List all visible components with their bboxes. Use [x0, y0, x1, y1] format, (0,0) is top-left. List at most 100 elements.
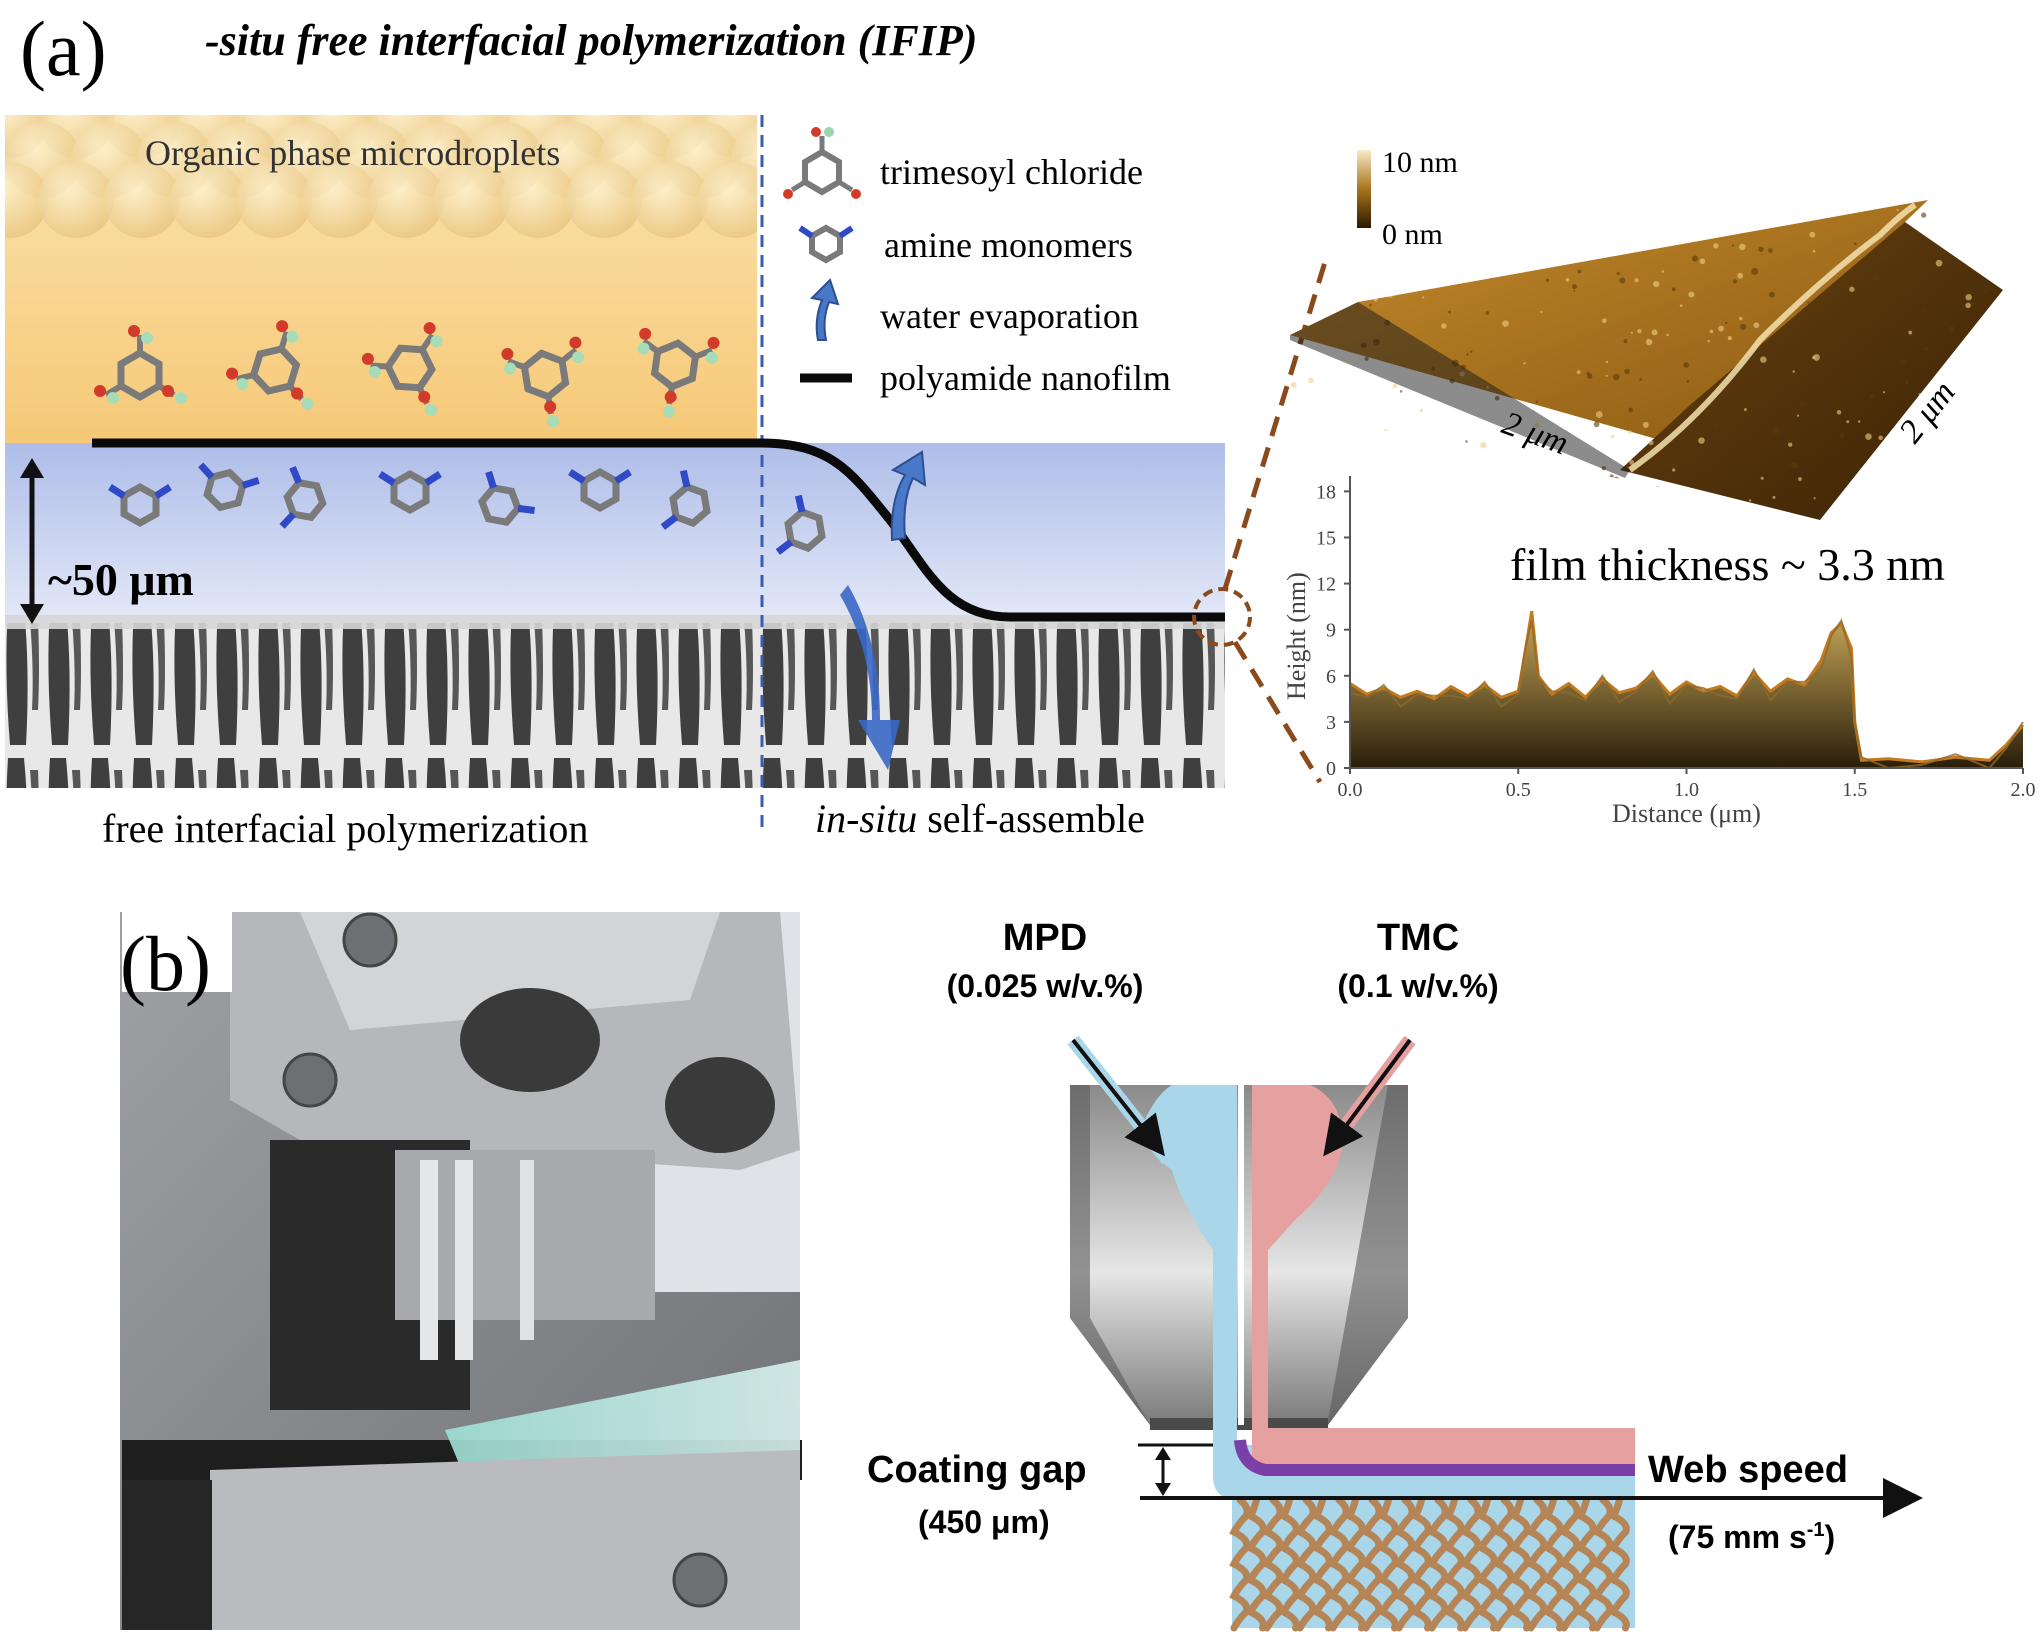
substrate-fiber: [1278, 1496, 1300, 1632]
x-tick-label: 0.5: [1506, 779, 1531, 801]
substrate-fiber: [1262, 1496, 1284, 1632]
droplet: [236, 162, 312, 238]
mpd-conc: (0.025 w/v.%): [947, 968, 1144, 1004]
web-speed-sup: -1: [1807, 1519, 1825, 1541]
tmc-molecule: [637, 327, 720, 418]
droplet: [38, 162, 114, 238]
legend-evap-icon: [809, 278, 840, 341]
profile-line-secondary: [1349, 618, 2024, 770]
thickness-label: ~50 μm: [48, 554, 194, 605]
afm-colorbar: [1357, 150, 1371, 228]
substrate-fiber: [1460, 1496, 1482, 1632]
die-gap: [1238, 1085, 1244, 1425]
legend-film: polyamide nanofilm: [880, 358, 1171, 398]
coater-photo: [120, 912, 802, 1630]
y-tick-label: 6: [1326, 666, 1336, 688]
y-tick-label: 12: [1316, 574, 1336, 596]
y-tick-label: 9: [1326, 620, 1336, 642]
profile-ylabel: Height (nm): [1282, 572, 1311, 700]
right-caption: in-situ self-assemble: [815, 796, 1145, 841]
organic-droplets: [5, 115, 757, 238]
substrate-fiber: [1328, 1496, 1350, 1632]
amine-molecule: [775, 494, 826, 555]
substrate-fiber: [1344, 1496, 1366, 1632]
substrate-fiber: [1526, 1496, 1548, 1632]
slot-die-schematic: MPD (0.025 w/v.%) TMC (0.1 w/v.%) Coatin…: [867, 917, 1923, 1632]
substrate-fibers: [1229, 1496, 1630, 1632]
panel-a-title: -situ free interfacial polymerization (I…: [205, 16, 977, 65]
legend-tmc: trimesoyl chloride: [880, 152, 1143, 192]
afm-dim-x: 2 μm: [1497, 405, 1573, 463]
y-tick-label: 0: [1326, 758, 1336, 780]
substrate-fiber: [1394, 1496, 1416, 1632]
substrate-fiber: [1295, 1496, 1317, 1632]
substrate-fiber: [1377, 1496, 1399, 1632]
droplet: [104, 162, 180, 238]
legend-evap: water evaporation: [880, 296, 1139, 336]
tmc-fluid: [1252, 1085, 1635, 1465]
web-speed-label: Web speed: [1648, 1449, 1848, 1491]
panel-a-label: (a): [20, 5, 107, 92]
amine-molecule: [568, 467, 632, 513]
afm-surface-dark: [1620, 222, 2003, 520]
substrate-fiber: [1476, 1496, 1498, 1632]
aqueous-phase-right: [757, 443, 1225, 623]
profile-annotation: film thickness ~ 3.3 nm: [1510, 539, 1945, 590]
legend: trimesoyl chloride amine monomers water …: [783, 127, 1171, 398]
afm-base-left: [1290, 302, 1630, 478]
x-tick-label: 0.0: [1338, 779, 1363, 801]
legend-amine: amine monomers: [884, 225, 1133, 265]
substrate-fiber: [1443, 1496, 1465, 1632]
evaporation-arrow-down: [840, 585, 900, 770]
substrate-fiber: [1575, 1496, 1597, 1632]
polyamide-layer: [1234, 1439, 1635, 1476]
tmc-name: TMC: [1377, 917, 1459, 959]
substrate-fiber: [1229, 1496, 1251, 1632]
mpd-name: MPD: [1003, 917, 1087, 959]
polyamide-film: [92, 438, 1225, 622]
x-tick-label: 1.0: [1674, 779, 1699, 801]
web-speed-value: (75 mm s-1): [1668, 1519, 1835, 1555]
panel-b: (b): [120, 912, 1923, 1632]
legend-tmc-icon: [783, 127, 861, 199]
tmc-molecule: [94, 325, 187, 404]
afm-scale-min: 0 nm: [1382, 218, 1443, 251]
coating-gap-label: Coating gap: [867, 1449, 1087, 1491]
tmc-molecules: [94, 320, 720, 428]
legend-amine-icon: [798, 224, 854, 264]
afm-image: 10 nm 0 nm 2 μm 2 μm: [1287, 146, 2003, 520]
substrate-fiber: [1509, 1496, 1531, 1632]
substrate-fiber: [1410, 1496, 1432, 1632]
left-caption: free interfacial polymerization: [102, 806, 588, 851]
droplet: [302, 162, 378, 238]
substrate-fiber: [1592, 1496, 1614, 1632]
tmc-conc: (0.1 w/v.%): [1337, 968, 1498, 1004]
substrate-fiber: [1311, 1496, 1333, 1632]
right-caption-italic: in-situ: [815, 796, 917, 841]
droplet: [500, 162, 576, 238]
amine-molecule: [660, 469, 711, 530]
tmc-molecule: [361, 322, 443, 416]
droplet: [170, 162, 246, 238]
right-caption-rest: self-assemble: [917, 796, 1145, 841]
thickness-arrow: [20, 458, 44, 624]
organic-phase-label: Organic phase microdroplets: [145, 133, 560, 173]
substrate-fiber: [1559, 1496, 1581, 1632]
web-speed-prefix: (75 mm s: [1668, 1519, 1807, 1555]
die-left-side: [1070, 1085, 1150, 1425]
amine-molecule-right: [775, 494, 826, 555]
profile-xlabel: Distance (μm): [1612, 799, 1761, 828]
zoom-line-bottom: [1232, 640, 1323, 784]
amine-molecule: [108, 482, 172, 528]
substrate-fiber: [1361, 1496, 1383, 1632]
coating-gap-value: (450 μm): [918, 1504, 1050, 1540]
interface-scene: Organic phase microdroplets: [5, 115, 757, 623]
porous-top-skin: [5, 615, 1225, 629]
amine-molecule: [378, 469, 442, 515]
web-speed-suffix: ): [1825, 1519, 1836, 1555]
droplet: [368, 162, 444, 238]
porous-support: [5, 623, 1225, 788]
zoom-line-top: [1222, 261, 1328, 590]
